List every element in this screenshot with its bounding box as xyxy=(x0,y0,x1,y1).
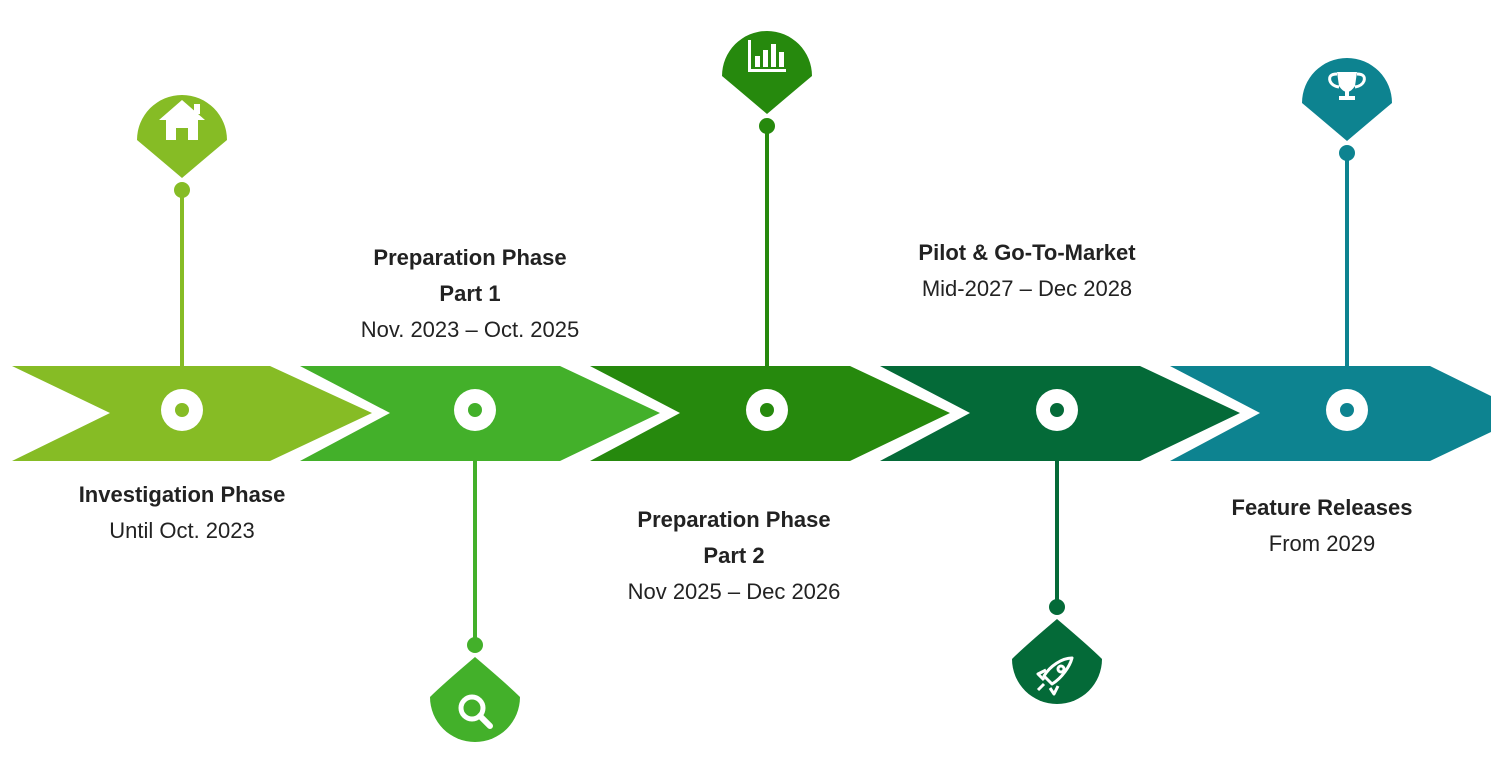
phase-2-date: Nov. 2023 – Oct. 2025 xyxy=(360,317,580,342)
phase-3-title-line2: Part 2 xyxy=(703,543,765,568)
search-icon xyxy=(458,694,493,729)
phase-1-connector xyxy=(174,182,190,400)
phase-2-connector xyxy=(467,408,483,653)
home-icon xyxy=(159,100,205,140)
phase-3-pin xyxy=(722,31,812,114)
phase-4-date: Mid-2027 – Dec 2028 xyxy=(921,276,1133,301)
phase-3-marker xyxy=(746,389,788,431)
phase-1-pin xyxy=(137,95,227,178)
phase-2-title-line2: Part 1 xyxy=(439,281,501,306)
phase-1-label: Investigation Phase Until Oct. 2023 xyxy=(22,477,342,549)
phase-4-label: Pilot & Go-To-Market Mid-2027 – Dec 2028 xyxy=(867,235,1187,307)
phase-3-title: Preparation Phase xyxy=(637,507,831,532)
phase-4-marker xyxy=(1036,389,1078,431)
trophy-icon xyxy=(1328,72,1366,100)
bar-chart-icon xyxy=(748,40,786,72)
phase-4-title: Pilot & Go-To-Market xyxy=(918,240,1136,265)
phase-3-date: Nov 2025 – Dec 2026 xyxy=(627,579,841,604)
phase-3-label: Preparation Phase Part 2 Nov 2025 – Dec … xyxy=(574,502,894,610)
phase-3-connector xyxy=(759,118,775,400)
phase-2-label: Preparation Phase Part 1 Nov. 2023 – Oct… xyxy=(310,240,630,348)
phase-1-date: Until Oct. 2023 xyxy=(109,518,255,543)
phase-2-marker xyxy=(454,389,496,431)
phase-5-connector xyxy=(1339,145,1355,400)
phase-5-marker xyxy=(1326,389,1368,431)
phase-5-label: Feature Releases From 2029 xyxy=(1162,490,1482,562)
phase-4-connector xyxy=(1049,408,1065,615)
phase-1-title: Investigation Phase xyxy=(78,482,286,507)
phase-5-title: Feature Releases xyxy=(1231,495,1413,520)
phase-5-date: From 2029 xyxy=(1268,531,1376,556)
phase-2-title: Preparation Phase xyxy=(373,245,567,270)
rocket-icon xyxy=(1036,656,1074,696)
phase-1-marker xyxy=(161,389,203,431)
